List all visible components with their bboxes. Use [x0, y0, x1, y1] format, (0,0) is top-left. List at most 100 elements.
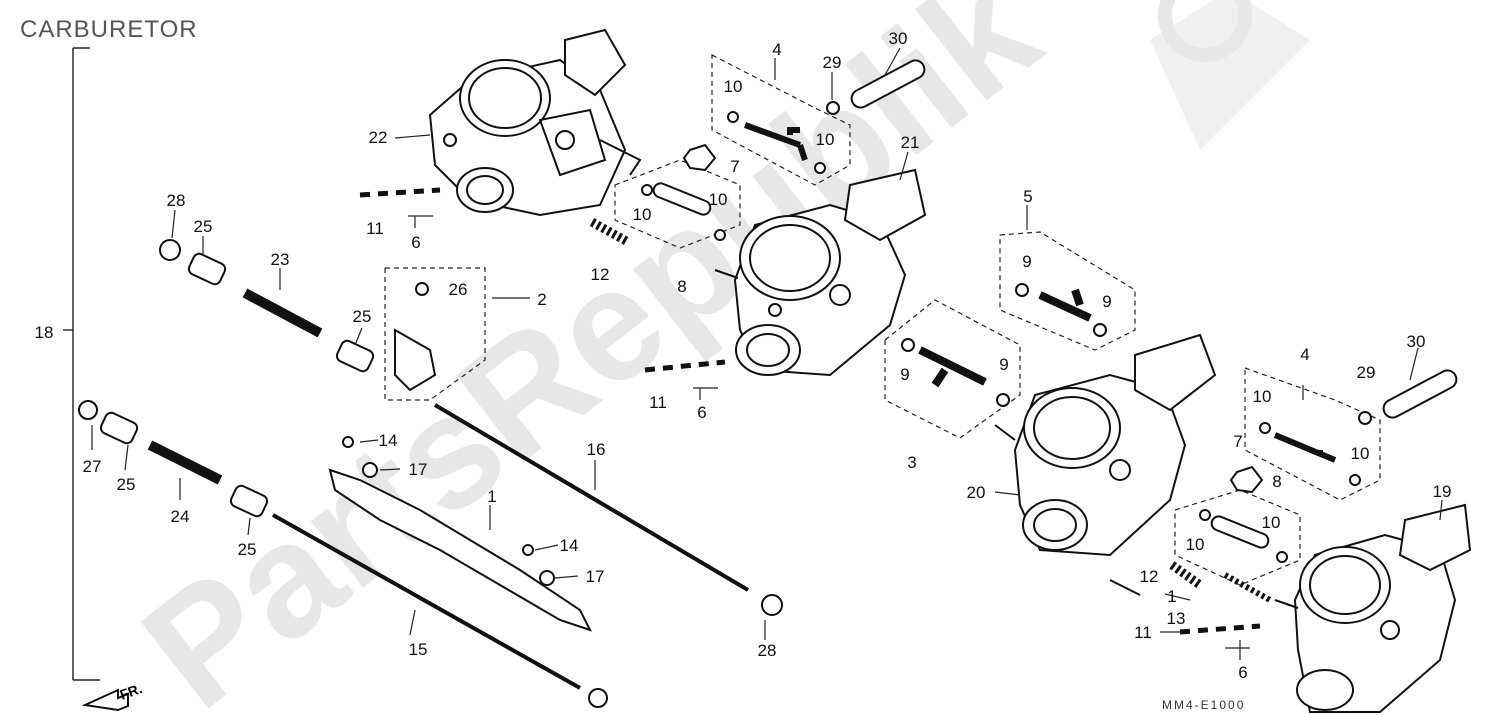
- oring-9d: [996, 393, 1010, 407]
- nut-7-left: [682, 143, 717, 172]
- tube-30-left: [850, 59, 926, 109]
- callout-22: 22: [369, 128, 388, 147]
- callout-1-left: 1: [487, 487, 496, 506]
- oring-9a: [1015, 283, 1029, 297]
- washer-17-a: [362, 462, 378, 478]
- callout-9-b: 9: [1102, 292, 1111, 311]
- callout-24: 24: [171, 507, 190, 526]
- watermark-wrench-icon: [1150, 0, 1310, 150]
- watermark-gear-icon: [1158, 0, 1252, 62]
- callout-11-c: 11: [1134, 623, 1152, 642]
- plate-2: [394, 328, 437, 392]
- callout-23: 23: [271, 250, 290, 269]
- small-parts: [78, 59, 1458, 708]
- callout-30-left: 30: [889, 29, 908, 48]
- spring-12-right: [1169, 561, 1203, 589]
- oring-9c: [901, 338, 915, 352]
- callout-4-left: 4: [772, 40, 781, 59]
- spring-13: [1223, 572, 1272, 603]
- callout-9-d: 9: [999, 355, 1008, 374]
- outline-assy-2: [384, 267, 486, 401]
- callout-5: 5: [1023, 187, 1032, 206]
- callout-18: 18: [35, 323, 54, 342]
- oring-10a: [727, 111, 739, 123]
- front-label: FR.: [118, 680, 145, 703]
- callout-10-h: 10: [1186, 535, 1205, 554]
- oring-10d: [714, 229, 726, 241]
- collar-25-a: [187, 252, 227, 286]
- joint-8-right: [1210, 515, 1270, 549]
- collar-25-b: [335, 339, 375, 373]
- callout-25-d: 25: [238, 540, 257, 559]
- oring-10f: [1349, 474, 1361, 486]
- front-arrow-icon: [81, 688, 129, 712]
- callout-25-a: 25: [194, 217, 213, 236]
- callout-16: 16: [587, 440, 606, 459]
- callout-7-right: 7: [1233, 432, 1242, 451]
- callout-10-f: 10: [1351, 444, 1370, 463]
- screw-26: [415, 282, 429, 296]
- nut-28-bottom: [761, 594, 783, 616]
- callout-20: 20: [967, 483, 986, 502]
- callout-10-e: 10: [1253, 387, 1272, 406]
- oring-9b: [1093, 323, 1107, 337]
- callout-12-right: 12: [1140, 567, 1159, 586]
- carburetor-20: [994, 333, 1217, 596]
- washer-17-b: [539, 570, 555, 586]
- outline-assy-4-left: [711, 54, 851, 186]
- callout-3: 3: [907, 453, 916, 472]
- callout-15: 15: [409, 640, 428, 659]
- oring-10g: [1199, 509, 1211, 521]
- diagram-code: MM4-E1000: [1162, 698, 1246, 712]
- screws-6-11-b: [644, 359, 726, 373]
- assembly-bracket: [63, 47, 100, 681]
- callout-27: 27: [83, 457, 102, 476]
- callout-8-left: 8: [677, 277, 686, 296]
- callout-13: 13: [1167, 609, 1186, 628]
- oring-29-left: [826, 101, 840, 115]
- screws-6-11-a: [359, 187, 441, 198]
- callout-28-bottom: 28: [758, 641, 777, 660]
- callout-12-left: 12: [591, 265, 610, 284]
- callout-26: 26: [449, 280, 468, 299]
- callout-11-a: 11: [366, 219, 384, 238]
- callout-10-c: 10: [633, 205, 652, 224]
- callout-19: 19: [1433, 482, 1452, 501]
- callout-14-a: 14: [379, 431, 398, 450]
- callout-25-c: 25: [117, 475, 136, 494]
- callout-labels: 22 4 2 9 30 10 10 7 10 10 21 12 8 28 25 1…: [35, 29, 1452, 682]
- collar-25-c: [99, 411, 139, 445]
- nut-end-rod-15: [588, 688, 608, 708]
- callout-25-b: 25: [353, 307, 372, 326]
- spring-12-left: [589, 218, 631, 246]
- outline-assy-3: [884, 299, 1021, 439]
- link-plate-1: [328, 468, 592, 632]
- callout-6-b: 6: [697, 403, 706, 422]
- callout-11-b: 11: [649, 393, 667, 412]
- callout-4-right: 4: [1300, 345, 1309, 364]
- watermark: PartsRepublik: [111, 0, 1310, 715]
- callout-9-c: 9: [900, 365, 909, 384]
- callout-6-a: 6: [411, 233, 420, 252]
- joint-pipe-4-left: [743, 122, 808, 161]
- callout-10-a: 10: [724, 77, 743, 96]
- callout-17-b: 17: [586, 567, 605, 586]
- tube-30-right: [1382, 369, 1458, 419]
- callout-9-a: 9: [1022, 252, 1031, 271]
- oring-10e: [1259, 422, 1271, 434]
- nut-28-top: [159, 239, 181, 261]
- oring-10b: [814, 162, 826, 174]
- callout-8-right: 8: [1272, 472, 1281, 491]
- screw-14-a: [342, 436, 354, 448]
- nut-7-right: [1229, 465, 1264, 494]
- joint-5: [1038, 288, 1092, 322]
- callout-6-c: 6: [1238, 663, 1247, 682]
- callout-21: 21: [901, 133, 920, 152]
- callout-28-top: 28: [167, 191, 186, 210]
- callout-7-left: 7: [730, 157, 739, 176]
- carburetor-21: [714, 168, 927, 377]
- diagram-title: CARBURETOR: [20, 16, 198, 43]
- callout-2: 2: [537, 290, 546, 309]
